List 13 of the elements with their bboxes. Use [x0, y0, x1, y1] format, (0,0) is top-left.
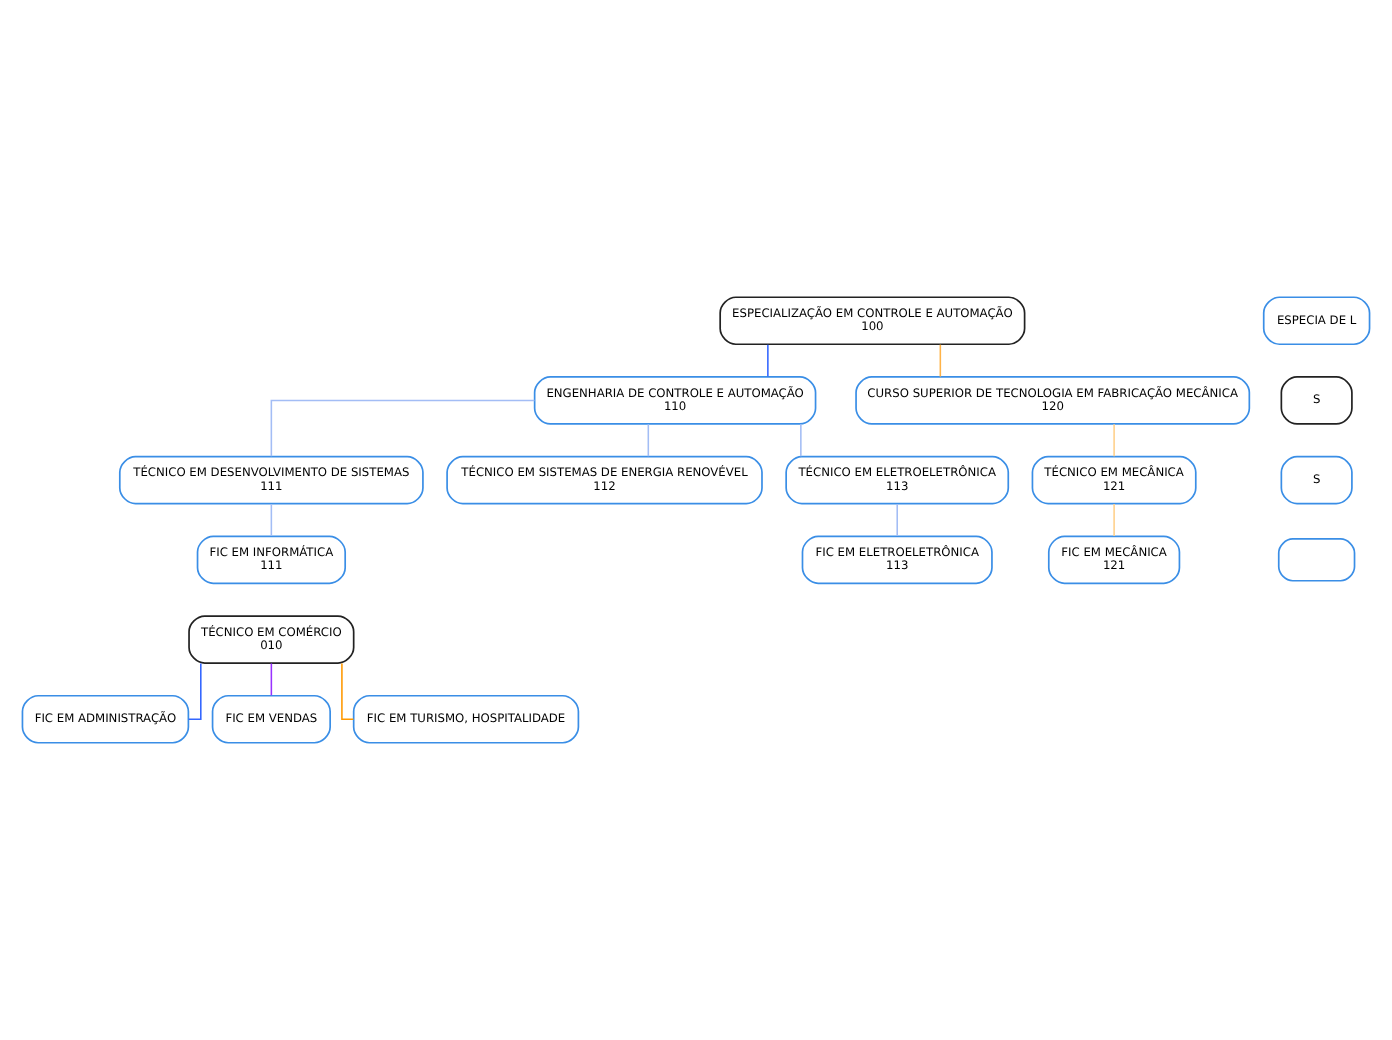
- connector: [896, 503, 898, 537]
- connector: [270, 662, 273, 697]
- node-box: [1277, 538, 1356, 582]
- connector: [187, 662, 202, 721]
- connector: [270, 503, 273, 537]
- connector: [939, 343, 942, 378]
- connector: [800, 423, 802, 458]
- connector: [270, 399, 536, 458]
- connector: [1113, 423, 1115, 458]
- connector: [341, 662, 355, 721]
- connector: [767, 343, 769, 378]
- connector: [1113, 503, 1115, 537]
- connector: [647, 423, 650, 458]
